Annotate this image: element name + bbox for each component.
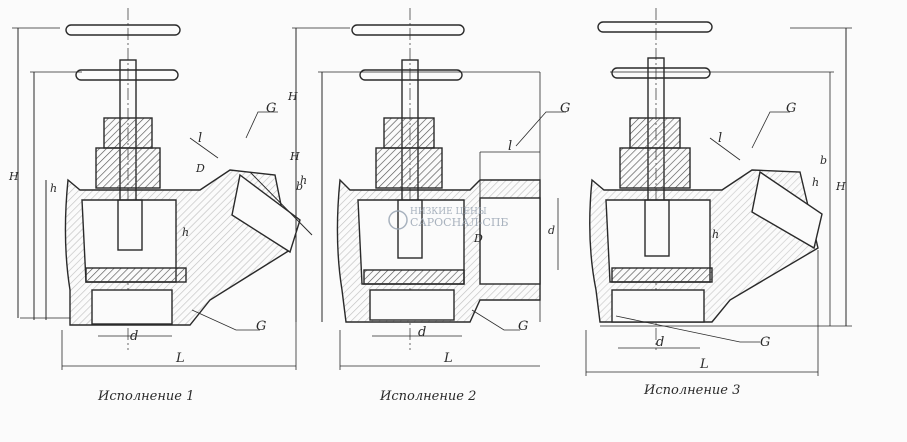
variant-2-label-l: l	[508, 139, 512, 154]
variant-2-label-h: h	[300, 174, 307, 187]
variant-1-label-l: l	[198, 131, 202, 146]
variant-1-caption: Исполнение 1	[97, 389, 194, 404]
variant-2-label-D: D	[473, 232, 483, 245]
variant-1-label-H: H	[8, 170, 19, 183]
variant-2-caption: Исполнение 2	[379, 389, 476, 404]
variant-1-label-D: D	[195, 162, 205, 175]
variant-3-label-l: l	[718, 131, 722, 146]
variant-3-label-L: L	[699, 357, 709, 372]
variant-1-label-h: h	[50, 182, 57, 195]
variant-3-drawing	[585, 8, 852, 376]
variant-1-label-H1: H	[289, 150, 300, 163]
variant-3-caption: Исполнение 3	[643, 383, 740, 398]
variant-3-label-H: H	[835, 180, 846, 193]
variant-2-label-H: H	[287, 90, 298, 103]
variant-3-labels: l H b h h d L G G Исполнение 3	[643, 101, 846, 398]
variant-1-label-G-bottom: G	[256, 319, 266, 334]
variant-3-label-b: b	[820, 154, 827, 167]
variant-1-label-b: b	[296, 180, 303, 193]
variant-3-label-G-top: G	[786, 101, 796, 116]
variant-2-labels: l h H d d D L G G Исполнение 2	[287, 90, 570, 404]
variant-1-label-h1: h	[182, 226, 189, 239]
variant-3-label-G-bottom: G	[760, 335, 770, 350]
variant-1-label-G-top: G	[266, 101, 276, 116]
variant-3-label-h1: h	[712, 228, 719, 241]
variant-2-label-d: d	[418, 325, 426, 340]
watermark-brand: САРОСНАЛ-СПБ	[410, 216, 509, 229]
variant-3-label-d: d	[656, 335, 664, 350]
variant-2-label-G-top: G	[560, 101, 570, 116]
variant-1-label-L: L	[175, 351, 185, 366]
variant-2-label-L: L	[443, 351, 453, 366]
variant-1-label-d: d	[130, 329, 138, 344]
brand-watermark: НИЗКИЕ ЦЕНЫ САРОСНАЛ-СПБ	[388, 207, 509, 230]
watermark-tagline: НИЗКИЕ ЦЕНЫ	[410, 207, 487, 217]
watermark-logo-icon	[388, 210, 408, 230]
variant-2-label-d2: d	[548, 224, 555, 237]
variant-1-drawing	[12, 8, 313, 370]
variant-3-label-h: h	[812, 176, 819, 189]
variant-1-labels: l h H H b h d D L G G Исполнение 1	[8, 101, 303, 404]
variant-2-label-G-bottom: G	[518, 319, 528, 334]
variant-2-drawing	[292, 8, 566, 370]
